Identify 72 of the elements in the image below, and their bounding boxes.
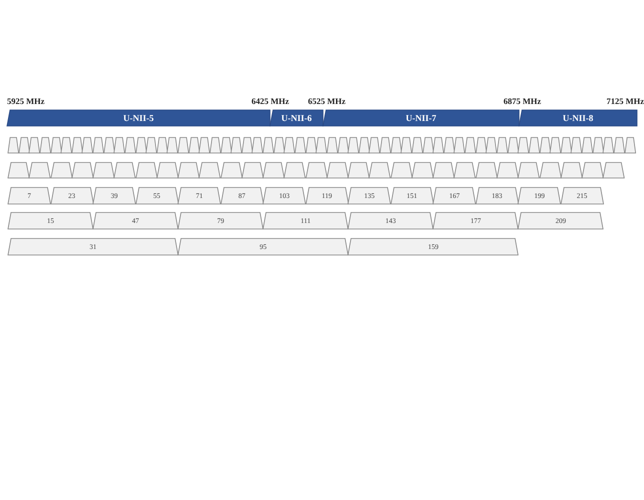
channel-trapezoid <box>338 137 348 153</box>
channel-trapezoid <box>40 137 50 153</box>
channel-trapezoid <box>433 137 444 153</box>
channel-trapezoid <box>104 137 114 153</box>
frequency-label: 5925 MHz <box>7 96 45 106</box>
channel-trapezoid <box>603 137 614 153</box>
channel-trapezoid <box>210 137 221 153</box>
channel-trapezoid <box>114 137 125 153</box>
channel-trapezoid <box>540 137 550 153</box>
channel-trapezoid <box>465 137 476 153</box>
channel-trapezoid <box>252 137 264 153</box>
channel-trapezoid <box>61 137 72 153</box>
channel-trapezoid <box>624 137 636 153</box>
channel-trapezoid <box>93 137 104 153</box>
channel-trapezoid <box>550 137 561 153</box>
channel-trapezoid <box>156 137 168 153</box>
band-name: U-NII-7 <box>406 113 436 123</box>
channel-trapezoid <box>582 137 593 153</box>
channel-trapezoid <box>348 137 359 153</box>
band-name: U-NII-5 <box>123 113 154 123</box>
channel-trapezoid <box>358 137 370 153</box>
channel-trapezoid <box>178 137 189 153</box>
channel-trapezoid <box>136 137 146 153</box>
channel-trapezoid <box>124 137 136 153</box>
channel-trapezoid <box>560 137 572 153</box>
channel-trapezoid <box>454 137 466 153</box>
channel-trapezoid <box>496 137 508 153</box>
channel-trapezoid <box>614 137 625 153</box>
channel-trapezoid <box>592 137 604 153</box>
channel-trapezoid <box>274 137 284 153</box>
frequency-label: 6425 MHz <box>251 96 289 106</box>
channel-trapezoid <box>412 137 423 153</box>
channel-trapezoid <box>18 137 30 153</box>
channel-trapezoid <box>188 137 200 153</box>
channel-trapezoid <box>231 137 242 153</box>
channel-trapezoid <box>242 137 252 153</box>
frequency-label: 6525 MHz <box>308 96 346 106</box>
channel-trapezoid <box>146 137 157 153</box>
channel-trapezoid <box>284 137 295 153</box>
channel-trapezoid <box>8 137 19 153</box>
channel-trapezoid <box>167 137 178 153</box>
band-segment <box>7 110 270 126</box>
channel-trapezoid <box>508 137 518 153</box>
band-segment <box>323 110 519 126</box>
channel-trapezoid <box>306 137 316 153</box>
band-name: U-NII-8 <box>562 113 594 123</box>
channel-trapezoid <box>220 137 232 153</box>
channel-trapezoid <box>369 137 380 153</box>
band-segment <box>519 110 637 126</box>
channel-trapezoid <box>50 137 62 153</box>
channel-trapezoid <box>401 137 412 153</box>
channel-trapezoid <box>82 137 94 153</box>
channel-trapezoid <box>326 137 338 153</box>
channel-trapezoid <box>295 137 306 153</box>
band-segment <box>270 110 323 126</box>
channel-trapezoid <box>263 137 274 153</box>
channel-trapezoid <box>528 137 540 153</box>
channel-trapezoid <box>422 137 434 153</box>
frequency-label: 7125 MHz <box>606 96 644 106</box>
channel-trapezoid <box>486 137 497 153</box>
channel-trapezoid <box>444 137 454 153</box>
frequency-label: 6875 MHz <box>503 96 541 106</box>
channel-trapezoid <box>571 137 582 153</box>
channel-trapezoid <box>518 137 529 153</box>
channel-trapezoid <box>390 137 402 153</box>
channel-trapezoid <box>199 137 210 153</box>
channel-trapezoid <box>316 137 327 153</box>
channel-trapezoid <box>72 137 82 153</box>
channel-trapezoid <box>29 137 40 153</box>
band-name: U-NII-6 <box>281 113 312 123</box>
channel-trapezoid <box>476 137 486 153</box>
channel-trapezoid <box>380 137 391 153</box>
